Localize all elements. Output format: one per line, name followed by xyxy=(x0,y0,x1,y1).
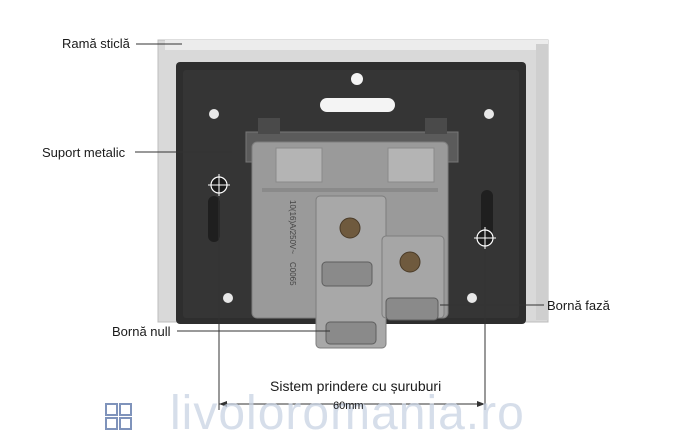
corner-hole-br xyxy=(467,293,477,303)
module-rating-text: 10(16)A/250V~ xyxy=(288,200,297,254)
terminal-opening-null xyxy=(325,321,377,345)
corner-hole-tl xyxy=(209,109,219,119)
label-phase-terminal: Bornă fază xyxy=(547,298,610,313)
dimension-arrow-left xyxy=(219,401,227,407)
corner-hole-bl xyxy=(223,293,233,303)
top-hole xyxy=(351,73,363,85)
glass-frame-top-edge xyxy=(165,40,548,50)
brand-logo xyxy=(105,403,132,430)
module-clip-left xyxy=(275,147,323,183)
terminal-opening-1 xyxy=(321,261,373,287)
module-rib xyxy=(262,188,438,192)
glass-frame-right-edge xyxy=(536,44,548,320)
corner-hole-tr xyxy=(484,109,494,119)
dimension-arrow-right xyxy=(477,401,485,407)
side-slot-left xyxy=(208,196,220,242)
label-screw-system: Sistem prindere cu șuruburi xyxy=(270,378,442,394)
label-null-terminal: Bornă null xyxy=(112,324,171,339)
metal-support-tab-left xyxy=(258,118,280,134)
terminal-opening-phase xyxy=(385,297,439,321)
side-slot-right xyxy=(481,190,493,236)
metal-support-tab-right xyxy=(425,118,447,134)
label-glass-frame: Ramă sticlă xyxy=(62,36,130,51)
module-code-text: C0065 xyxy=(288,262,297,286)
module-clip-right xyxy=(387,147,435,183)
top-slot xyxy=(320,98,395,112)
label-mount-distance: 60mm xyxy=(333,400,364,412)
terminal-screw-2 xyxy=(399,251,421,273)
watermark: livoloromania.ro xyxy=(170,387,525,440)
label-metal-support: Suport metalic xyxy=(42,145,126,160)
terminal-screw-1 xyxy=(339,217,361,239)
